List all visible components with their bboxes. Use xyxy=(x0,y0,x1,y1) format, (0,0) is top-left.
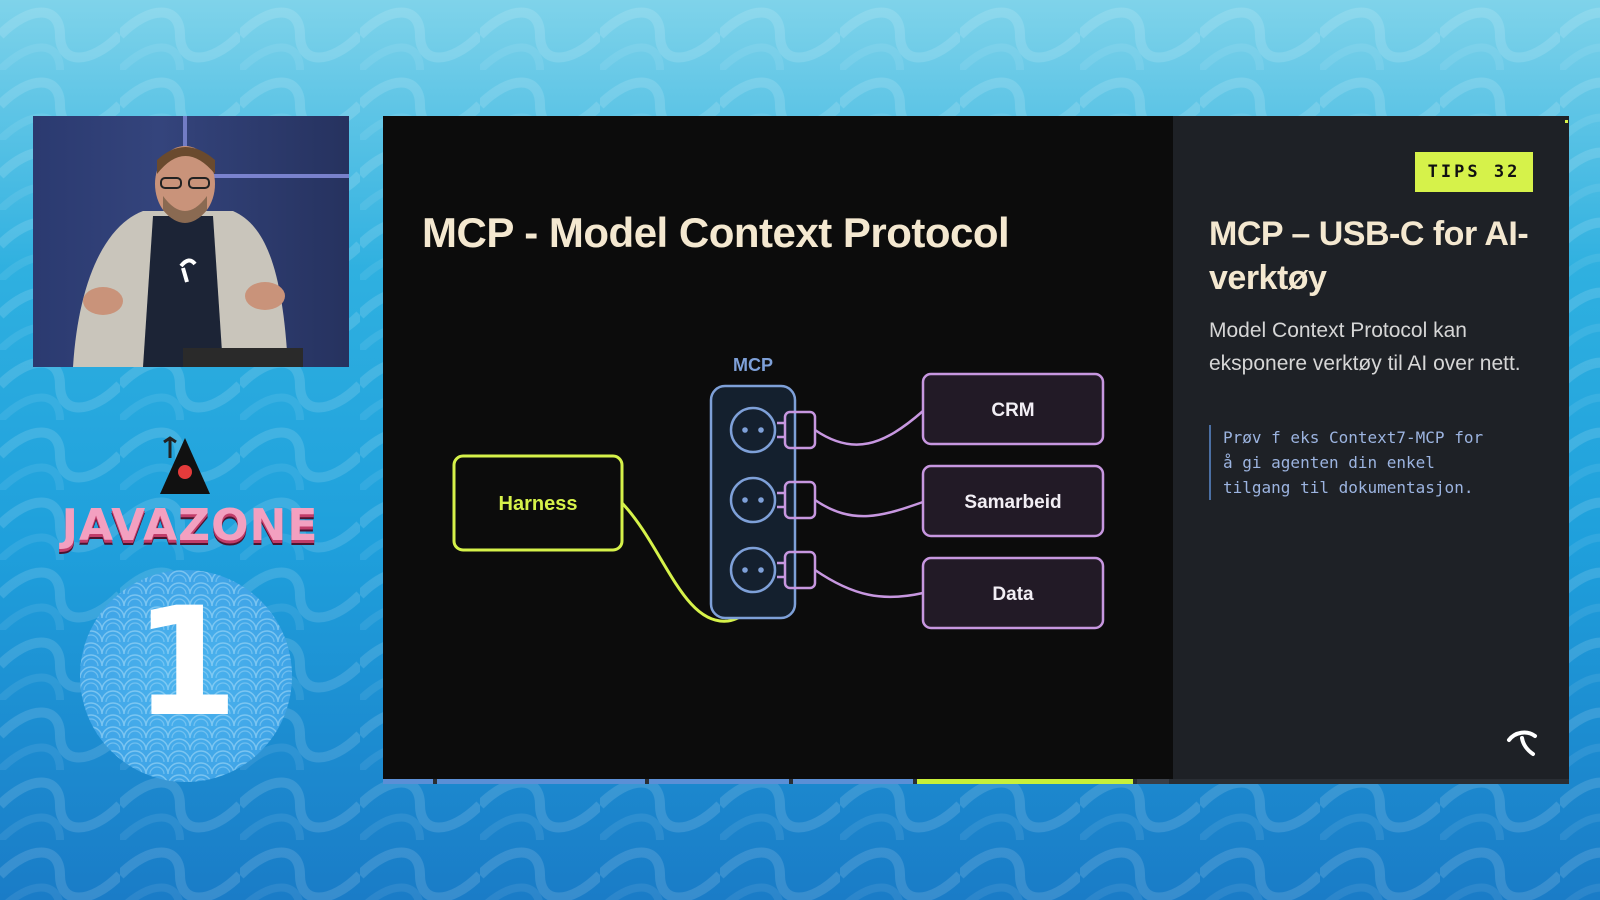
target-label: Samarbeid xyxy=(964,492,1061,513)
corner-marker xyxy=(1565,120,1568,123)
badge-pattern xyxy=(80,570,292,782)
socket-3 xyxy=(729,546,777,594)
speaker-figure xyxy=(73,146,303,367)
progress-segment xyxy=(793,779,913,784)
edition-number: 1 xyxy=(133,576,239,750)
socket-2 xyxy=(729,476,777,524)
tip-body: Model Context Protocol kan eksponere ver… xyxy=(1209,319,1521,375)
tip-sidebar: TIPS 32 MCP – USB-C for AI-verktøy Model… xyxy=(1173,116,1569,783)
telenor-icon xyxy=(1507,730,1537,756)
target-label: CRM xyxy=(991,400,1034,421)
target-label: Data xyxy=(992,584,1034,605)
edition-badge xyxy=(80,570,292,782)
presentation-slide: MCP - Model Context Protocol Harness MCP xyxy=(383,116,1569,783)
duke-mascot-icon xyxy=(160,436,210,494)
slide-title: MCP - Model Context Protocol xyxy=(422,209,1010,256)
cable-data xyxy=(814,568,924,599)
plug-pins xyxy=(777,421,785,579)
cable-crm xyxy=(814,410,924,446)
harness-label: Harness xyxy=(499,493,578,515)
mcp-diagram: Harness MCP xyxy=(452,355,1105,630)
slide-progress-bar xyxy=(383,779,1569,784)
mcp-label: MCP xyxy=(733,355,773,375)
progress-segment xyxy=(1137,779,1169,784)
tip-badge: TIPS 32 xyxy=(1415,152,1533,192)
progress-segment xyxy=(649,779,789,784)
speaker-video xyxy=(33,116,349,367)
stage-light xyxy=(183,174,349,178)
mcp-power-strip xyxy=(709,384,797,620)
progress-segment xyxy=(437,779,645,784)
slide-main-panel: MCP - Model Context Protocol Harness MCP xyxy=(383,116,1173,783)
progress-segment-active xyxy=(917,779,1133,784)
tip-quote: Prøv f eks Context7-MCP for å gi agenten… xyxy=(1209,425,1543,500)
cable-samarbeid xyxy=(814,498,924,518)
javazone-logo: JAVAZONE xyxy=(61,500,319,551)
socket-1 xyxy=(729,406,777,454)
tip-heading: MCP – USB-C for AI-verktøy xyxy=(1209,215,1529,297)
target-samarbeid: Samarbeid xyxy=(921,464,1105,538)
target-crm: CRM xyxy=(921,372,1105,446)
progress-segment xyxy=(383,779,433,784)
target-data: Data xyxy=(921,556,1105,630)
